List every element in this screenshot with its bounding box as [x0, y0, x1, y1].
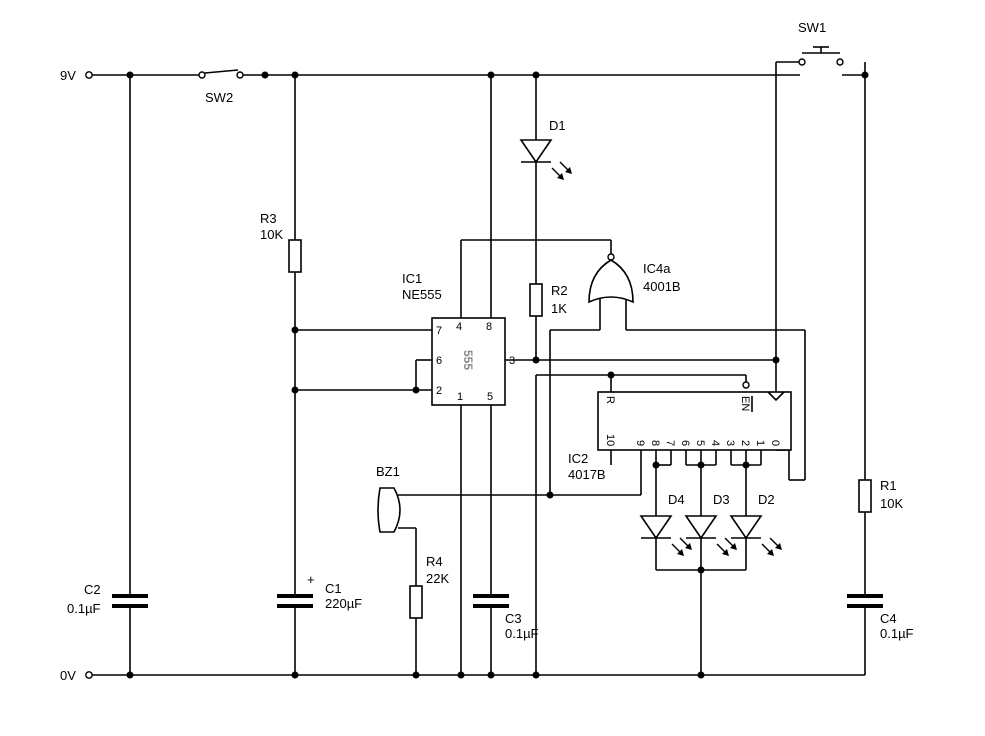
ic2-pin-3: 3: [724, 440, 736, 446]
ic1-body: [431, 317, 506, 406]
r2-ref: R2: [551, 283, 568, 298]
resistor-r1: [858, 75, 872, 596]
vplus-label: 9V: [60, 68, 76, 83]
ic1-ref: IC1: [402, 271, 422, 286]
c4-ref: C4: [880, 611, 897, 626]
ic2-pin-8: 8: [649, 440, 661, 446]
c3-ref: C3: [505, 611, 522, 626]
vplus-terminal: [85, 71, 93, 79]
c1-polarity: +: [307, 572, 315, 587]
ic4a-part: 4001B: [643, 279, 681, 294]
buzzer-bz1: [377, 487, 417, 586]
switch-sw2: [198, 69, 265, 79]
ic2-pin-r: R: [604, 396, 616, 404]
ic2-pin-en: EN: [739, 396, 751, 411]
ic1-pin3: 3: [509, 355, 515, 367]
r3-ref: R3: [260, 211, 277, 226]
capacitor-c4: [847, 594, 883, 675]
c4-value: 0.1µF: [880, 626, 914, 641]
d1-label: D1: [549, 118, 566, 133]
c3-value: 0.1µF: [505, 626, 539, 641]
ic2-pin-5: 5: [694, 440, 706, 446]
ic2-pin-7: 7: [664, 440, 676, 446]
r1-value: 10K: [880, 496, 903, 511]
ic2-pin-2: 2: [739, 440, 751, 446]
resistor-r2: [529, 283, 543, 360]
ic4a-ref: IC4a: [643, 261, 671, 276]
resistor-r4: [409, 585, 423, 675]
ic1-part: NE555: [402, 287, 442, 302]
ic1-body-label: 555: [461, 350, 475, 370]
r4-ref: R4: [426, 554, 443, 569]
ic2-part: 4017B: [568, 467, 606, 482]
ic2-pin-0: 0: [769, 440, 781, 446]
c1-value: 220µF: [325, 596, 362, 611]
ic2-pin-1: 1: [754, 440, 766, 446]
ic1-pin2: 2: [436, 385, 442, 397]
led-d3: [684, 465, 737, 675]
ic2-body: [597, 391, 792, 451]
switch-sw1: [798, 46, 844, 66]
gnd-label: 0V: [60, 668, 76, 683]
r2-value: 1K: [551, 301, 567, 316]
ic1-pin8: 8: [486, 321, 492, 333]
resistor-r3: [288, 75, 302, 596]
ic2-clock-marker: [767, 391, 785, 402]
gnd-terminal: [85, 671, 93, 679]
r4-value: 22K: [426, 571, 449, 586]
ic1-pin7: 7: [436, 325, 442, 337]
junction-dots: [126, 71, 869, 679]
bz1-label: BZ1: [376, 464, 400, 479]
c2-value: 0.1µF: [67, 601, 101, 616]
led-d2: [729, 465, 782, 570]
sw1-label: SW1: [798, 20, 826, 35]
ic2-pin-9: 9: [634, 440, 646, 446]
r3-value: 10K: [260, 227, 283, 242]
sw2-label: SW2: [205, 90, 233, 105]
led-d4: [639, 465, 692, 570]
nor-gate-ic4a: [461, 239, 806, 495]
ic2-ref: IC2: [568, 451, 588, 466]
capacitor-c3: [473, 594, 509, 675]
ic1-pin5: 5: [487, 391, 493, 403]
c2-ref: C2: [84, 582, 101, 597]
ic1-pin1: 1: [457, 391, 463, 403]
ic2-wiring: [398, 62, 777, 675]
d2-label: D2: [758, 492, 775, 507]
d4-label: D4: [668, 492, 685, 507]
ic2-pin-4: 4: [709, 440, 721, 446]
led-d1: [519, 75, 572, 284]
d3-label: D3: [713, 492, 730, 507]
capacitor-c1: [277, 594, 313, 675]
ic2-pin-6: 6: [679, 440, 691, 446]
ic1-pin6: 6: [436, 355, 442, 367]
ic2-pin-10: 10: [604, 434, 616, 446]
c1-ref: C1: [325, 581, 342, 596]
r1-ref: R1: [880, 478, 897, 493]
ic1-pin4: 4: [456, 321, 462, 333]
capacitor-c2: [112, 75, 148, 675]
